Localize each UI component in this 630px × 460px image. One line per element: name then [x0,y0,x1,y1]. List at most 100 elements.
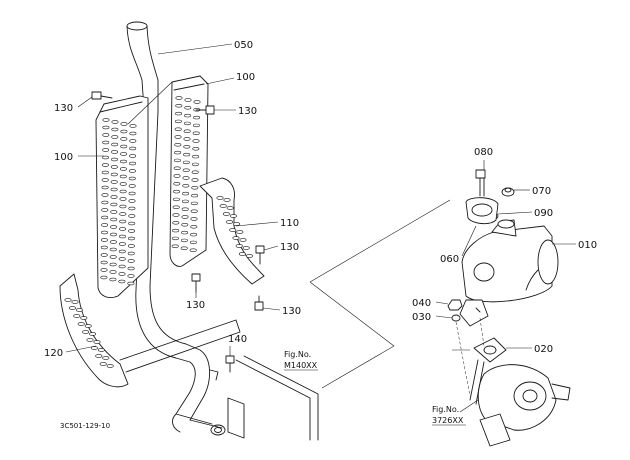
perforation-slot [93,340,101,344]
perforation-slot [111,120,119,124]
washer-030 [451,314,461,322]
perforation-slot [111,127,119,132]
perforation-slot [101,200,109,205]
perforation-slot [118,272,126,276]
perforation-slot [171,244,179,248]
perforation-slot [119,219,127,224]
perforation-slot [129,161,137,166]
perforation-slot [128,214,136,218]
perforation-slot [95,354,103,358]
label-060: 060 [440,254,459,265]
perforation-slot [120,144,128,149]
perforation-slot [236,230,244,234]
perforation-slot [102,118,110,122]
perforation-slot [129,131,137,136]
perforation-slot [86,338,94,342]
bolt-140 [225,355,235,373]
perforation-slot [183,129,191,133]
perforation-slot [75,308,83,312]
label-050: 050 [234,40,253,51]
bolt-080 [475,169,486,197]
perforation-slot [101,170,109,175]
fig-ref-2-code: 3726XX [432,416,464,425]
perforation-slot [229,228,237,232]
perforation-slot [120,137,128,141]
fig-ref-1-title: Fig.No. [284,350,311,359]
curved-shield-perforations [216,196,253,258]
perforation-slot [128,199,136,203]
perforation-slot [82,330,90,334]
perforation-slot [190,217,198,221]
label-110: 110 [280,218,299,229]
perforation-slot [102,133,110,137]
perforation-slot [182,184,190,188]
perforation-slot [129,154,137,158]
perforation-slot [242,246,250,250]
perforation-slot [239,238,247,242]
perforation-slot [111,150,119,154]
perforation-slot [109,255,117,259]
perforation-slot [119,174,127,179]
perforation-slot [127,259,135,263]
perforation-slot [102,148,110,152]
perforation-slot [184,113,192,118]
label-130-lower-right: 130 [282,306,301,317]
perforation-slot [120,122,128,126]
turbocharger [469,359,571,447]
perforation-slot [191,170,199,174]
bolt-130-d [191,273,201,293]
perforation-slot [226,206,234,210]
perforation-slot [110,180,118,184]
perforation-slot [190,225,198,229]
perforation-slot [184,98,192,102]
label-130-upper-left: 130 [54,103,73,114]
perforation-slot [118,242,126,246]
perforation-slot [73,314,81,318]
perforation-slot [173,182,181,186]
perforation-slot [119,227,127,231]
perforation-slot [77,322,85,326]
label-130-upper-right: 130 [238,106,257,117]
perforation-slot [129,146,137,151]
perforation-slot [84,324,92,328]
label-080: 080 [474,147,493,158]
perforation-slot [109,247,117,252]
label-100-upper: 100 [236,72,255,83]
left-shield-perforations [100,118,137,286]
perforation-slot [101,193,109,197]
label-090: 090 [534,208,553,219]
perforation-slot [120,159,128,164]
perforation-slot [101,223,109,227]
perforation-slot [174,135,182,139]
perforation-slot [110,217,118,222]
tail-pipe-050 [126,21,226,436]
perforation-slot [182,176,190,180]
perforation-slot [118,257,126,261]
perforation-slot [175,111,183,116]
nut-040 [447,299,463,311]
perforation-slot [128,236,136,241]
perforation-slot [120,152,128,156]
perforation-slot [193,115,201,120]
perforation-slot [100,260,108,265]
perforation-slot [183,121,191,126]
perforation-slot [110,172,118,177]
perforation-slot [129,139,137,143]
perforation-slot [97,348,105,352]
label-130-lower-left: 130 [186,300,205,311]
perforation-slot [191,186,199,190]
perforation-slot [128,221,136,226]
perforation-slot [119,204,127,209]
perforation-slot [192,147,200,151]
perforation-slot [191,162,199,167]
perforation-slot [128,191,136,196]
perforation-slot [172,197,180,202]
fig-ref-2-title: Fig.No. [432,405,459,414]
perforation-slot [101,178,109,182]
perforation-slot [181,230,189,235]
perforation-slot [229,214,237,218]
label-140: 140 [228,334,247,345]
perforation-slot [190,209,198,213]
perforation-slot [68,306,76,310]
perforation-slot [119,167,127,171]
